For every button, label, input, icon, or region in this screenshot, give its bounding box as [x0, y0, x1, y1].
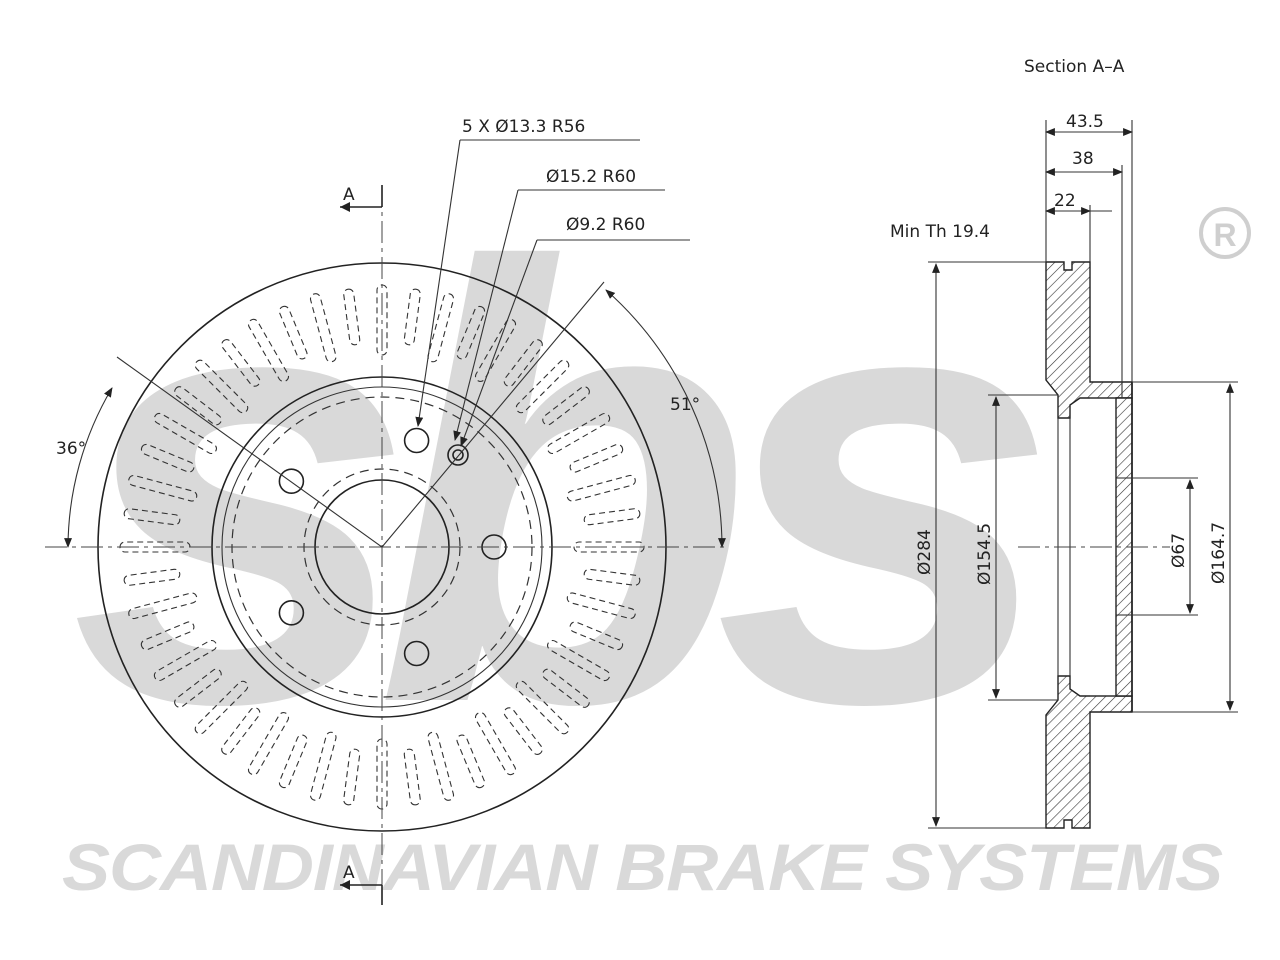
vent-slot [153, 412, 217, 455]
bolt-hole [403, 640, 430, 667]
vent-slot [123, 568, 181, 586]
vent-slot [278, 734, 308, 789]
vent-slot [153, 639, 217, 682]
vent-slot [403, 288, 421, 346]
dia-inner-friction: Ø154.5 [975, 523, 995, 585]
vent-slot [140, 621, 195, 651]
section-title: Section A–A [1024, 57, 1125, 77]
vent-slot [128, 592, 198, 620]
vent-slot [278, 305, 308, 360]
sbs-logo-watermark: sbs [70, 140, 1083, 832]
vent-slot [427, 293, 455, 363]
dia-hat: Ø164.7 [1209, 522, 1229, 584]
vent-slot [174, 386, 222, 426]
vent-slot [474, 712, 517, 776]
callout-hole-small: Ø9.2 R60 [566, 215, 645, 235]
vent-slots [119, 284, 645, 810]
logo-text: sbs [70, 140, 1043, 832]
callout-hole-large: Ø15.2 R60 [546, 167, 636, 187]
vent-slot [547, 639, 611, 682]
dim-thickness: 22 [1054, 191, 1076, 211]
vent-slot [194, 680, 249, 735]
vent-slot [583, 568, 641, 586]
bolt-hole [278, 468, 305, 495]
dim-total-height: 43.5 [1066, 112, 1104, 132]
angle-arc-left [64, 387, 113, 548]
vent-slot [247, 318, 290, 382]
min-thickness: Min Th 19.4 [890, 222, 990, 242]
vent-slot [221, 339, 261, 387]
dim-hat-height: 38 [1072, 149, 1094, 169]
vent-slot [221, 707, 261, 755]
locating-hole-small [452, 449, 464, 461]
section-upper-flange [1045, 261, 1133, 419]
vent-slot [503, 339, 543, 387]
angle-right-label: 51° [670, 395, 700, 415]
section-marker-top: A [343, 185, 355, 205]
front-view: A A 36° 51° 5 X Ø13.3 R56 Ø15.2 R60 Ø9.2… [45, 117, 726, 905]
vent-slot [503, 707, 543, 755]
vent-slot [309, 293, 337, 363]
vent-slot [343, 748, 361, 806]
bolt-hole [278, 599, 305, 626]
vent-slot [569, 621, 624, 651]
angle-left-label: 36° [56, 439, 86, 459]
section-view: Section A–A 43.5 38 22 Min Th 19.4 Ø284 [890, 57, 1238, 829]
company-name: SCANDINAVIAN BRAKE SYSTEMS [62, 830, 1223, 904]
dia-center-bore: Ø67 [1169, 533, 1189, 568]
angle-line-left [116, 356, 383, 548]
vent-slot [194, 359, 249, 414]
vent-slot [427, 731, 455, 801]
vent-slot [403, 748, 421, 806]
vent-slot [566, 592, 636, 620]
callout-bolt-holes: 5 X Ø13.3 R56 [462, 117, 585, 137]
vent-slot [343, 288, 361, 346]
angle-arc-right [605, 289, 726, 548]
registered-mark-icon: R [1199, 207, 1251, 259]
vent-slot [174, 668, 222, 708]
vent-slot [542, 668, 590, 708]
locating-hole-large [447, 444, 469, 466]
vent-slot [247, 712, 290, 776]
vent-slot [542, 386, 590, 426]
vent-slot [123, 508, 181, 526]
bolt-hole [403, 427, 430, 454]
dia-outer: Ø284 [915, 529, 935, 575]
vent-slot [140, 443, 195, 473]
vent-slot [456, 734, 486, 789]
vent-slot [456, 305, 486, 360]
vent-slot [515, 680, 570, 735]
vent-slot [474, 318, 517, 382]
section-marker-bottom: A [343, 863, 355, 883]
vent-slot [128, 474, 198, 502]
svg-text:R: R [1213, 217, 1236, 253]
section-lower-flange [1045, 675, 1133, 829]
vent-slot [309, 731, 337, 801]
vent-slot [515, 359, 570, 414]
angle-line-right [381, 281, 605, 548]
